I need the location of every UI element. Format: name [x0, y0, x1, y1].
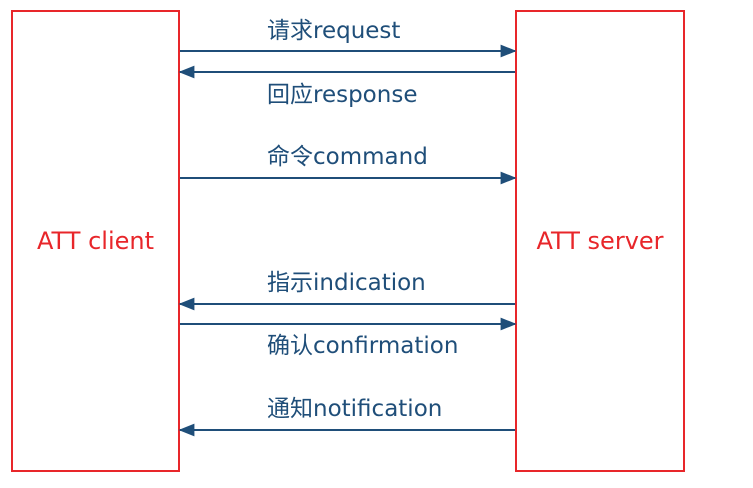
response-label: 回应response	[267, 82, 418, 108]
command-label: 命令command	[267, 144, 428, 170]
confirmation-label: 确认confirmation	[267, 333, 459, 359]
att-server-box: ATT server	[515, 10, 685, 472]
att-client-label: ATT client	[37, 227, 154, 255]
notification-label: 通知notification	[267, 396, 443, 422]
att-client-box: ATT client	[11, 10, 180, 472]
att-server-label: ATT server	[536, 227, 664, 255]
indication-label: 指示indication	[267, 270, 426, 296]
request-label: 请求request	[267, 18, 401, 44]
